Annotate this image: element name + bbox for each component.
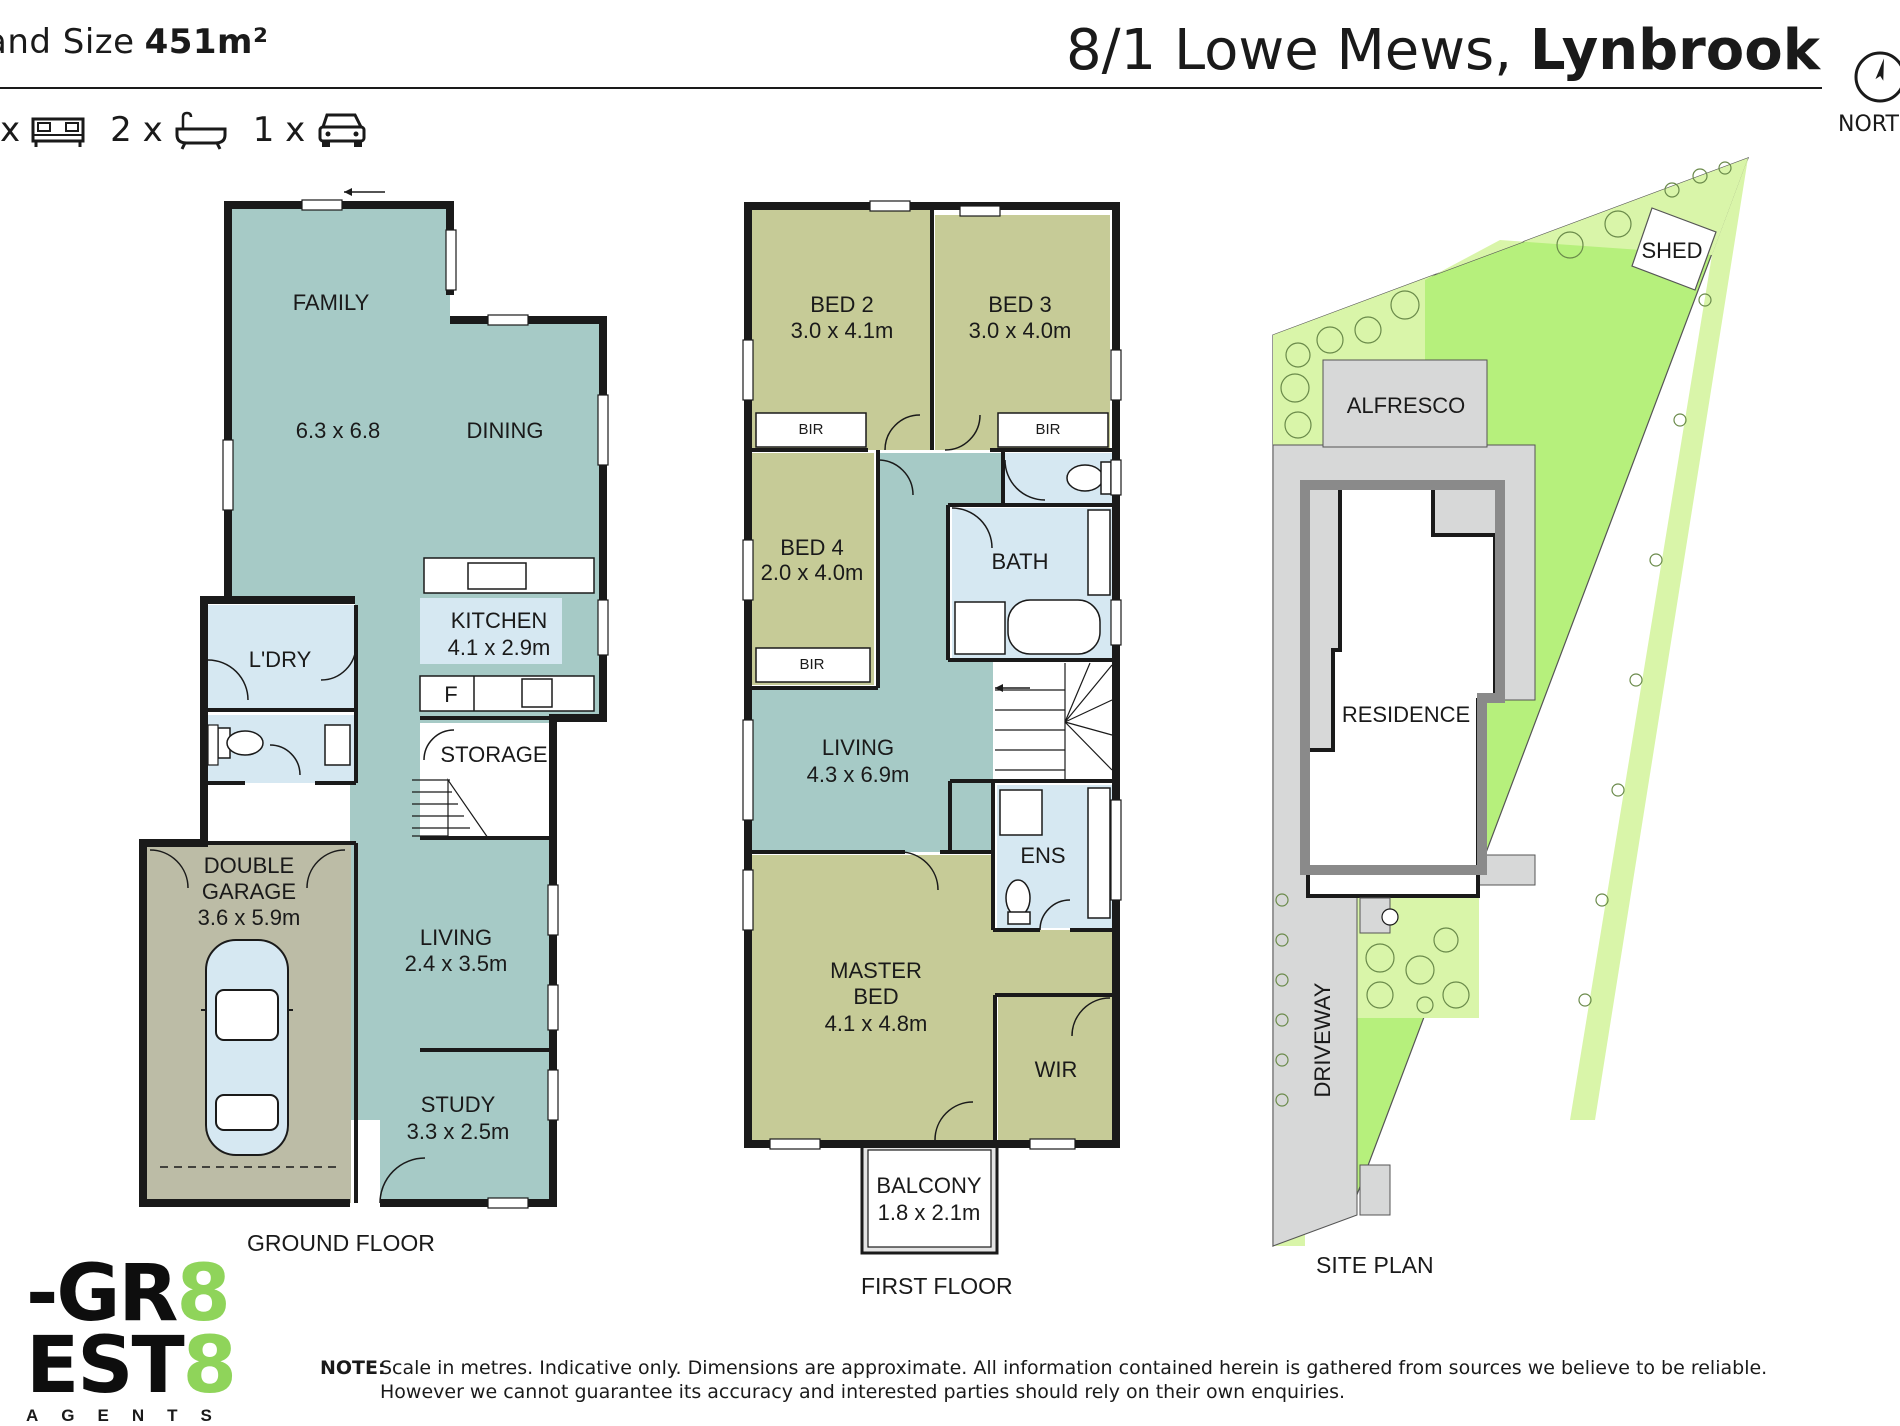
land-size-label: and Size: [0, 22, 135, 62]
car-icon: [201, 939, 293, 1156]
bathtub-icon: [175, 111, 227, 150]
kitchen-island: [420, 598, 562, 664]
label-storage: STORAGE: [440, 742, 547, 767]
label-bed2: BED 2: [810, 292, 874, 317]
note-label: NOTE:: [320, 1357, 386, 1379]
site-trees: [1275, 161, 1732, 1107]
label-garage-dims: 3.6 x 5.9m: [198, 905, 301, 930]
label-study: STUDY: [421, 1092, 496, 1117]
logo-line1: -GR: [26, 1249, 178, 1339]
car-count: 1 x: [252, 110, 306, 150]
agency-logo: -GR8 EST8 AGENTS: [26, 1255, 237, 1426]
label-master-2: BED: [853, 984, 898, 1009]
bed2-area: [752, 210, 932, 450]
first-floor-caption: FIRST FLOOR: [861, 1273, 1013, 1299]
compass-icon: [1854, 51, 1900, 103]
bir-bed3: [997, 412, 1109, 448]
label-kitchen-dims: 4.1 x 2.9m: [448, 635, 551, 660]
label-ens: ENS: [1020, 843, 1065, 868]
label-balcony-dims: 1.8 x 2.1m: [878, 1200, 981, 1225]
first-floor-stairs: [995, 662, 1113, 781]
label-bir-bed3: BIR: [1035, 421, 1060, 438]
logo-line2-eight: 8: [182, 1321, 237, 1411]
first-floor-walls: [744, 202, 1120, 1148]
label-fridge: F: [444, 682, 457, 707]
bed-count: x: [0, 110, 21, 150]
property-address: 8/1 Lowe Mews, Lynbrook: [1066, 18, 1820, 83]
alfresco-area: [1322, 359, 1488, 448]
residence-outline: [1300, 480, 1505, 875]
master-bed-area: [752, 855, 1112, 1140]
label-driveway: DRIVEWAY: [1310, 982, 1335, 1097]
bath-count: 2 x: [110, 110, 163, 150]
label-bir-bed4: BIR: [799, 656, 824, 673]
label-gf-living-dims: 2.4 x 3.5m: [405, 951, 508, 976]
north-label: NORT: [1838, 112, 1899, 137]
label-ff-living: LIVING: [822, 735, 894, 760]
note-line2: However we cannot guarantee its accuracy…: [380, 1381, 1346, 1403]
bed-icon: [31, 117, 85, 147]
ground-floor-plan: FAMILY 6.3 x 6.8 DINING KITCHEN 4.1 x 2.…: [139, 188, 609, 1209]
laundry-area: [208, 605, 356, 710]
logo-line2: EST: [26, 1321, 185, 1411]
shed-area: [1631, 207, 1717, 291]
label-kitchen: KITCHEN: [451, 608, 548, 633]
features-row: x 2 x 1 x: [0, 108, 371, 152]
label-alfresco: ALFRESCO: [1347, 393, 1466, 418]
logo-line1-eight: 8: [176, 1249, 230, 1339]
label-residence: RESIDENCE: [1342, 702, 1470, 727]
label-master-dims: 4.1 x 4.8m: [825, 1011, 928, 1036]
stairs-area: [995, 663, 1112, 781]
kitchen-sink: [467, 562, 527, 590]
label-bed4-dims: 2.0 x 4.0m: [761, 560, 864, 585]
car-icon: [318, 113, 366, 147]
ground-floor-area: [214, 205, 603, 1203]
site-plan-caption: SITE PLAN: [1316, 1252, 1434, 1278]
address-suburb: Lynbrook: [1529, 18, 1820, 83]
label-dining: DINING: [467, 418, 544, 443]
site-garden-side: [1570, 158, 1748, 1120]
land-size-value: 451m²: [144, 22, 269, 62]
note-line1: Scale in metres. Indicative only. Dimens…: [380, 1357, 1768, 1379]
label-bath: BATH: [991, 549, 1048, 574]
label-gf-living: LIVING: [420, 925, 492, 950]
label-garage-1: DOUBLE: [204, 853, 294, 878]
site-plan: SHED ALFRESCO RESIDENCE DRIVEWAY: [1272, 156, 1750, 1248]
label-bed3: BED 3: [988, 292, 1052, 317]
ground-floor-caption: GROUND FLOOR: [247, 1230, 435, 1256]
label-balcony: BALCONY: [876, 1173, 981, 1198]
label-bed2-dims: 3.0 x 4.1m: [791, 318, 894, 343]
ground-stairs: [412, 778, 489, 839]
residence-area: [1306, 486, 1497, 898]
label-bir-bed2: BIR: [798, 421, 823, 438]
label-study-dims: 3.3 x 2.5m: [407, 1119, 510, 1144]
header-divider: [0, 87, 1822, 89]
address-street: 8/1 Lowe Mews,: [1066, 18, 1513, 83]
bir-bed2: [755, 412, 867, 448]
label-garage-2: GARAGE: [202, 879, 296, 904]
cooktop: [521, 678, 553, 708]
bed4-area: [752, 453, 874, 685]
label-ff-living-dims: 4.3 x 6.9m: [807, 762, 910, 787]
bed3-area: [935, 215, 1110, 450]
label-bed4: BED 4: [780, 535, 844, 560]
ff-living-area: [752, 453, 1003, 852]
label-family: FAMILY: [293, 290, 370, 315]
label-family-dims: 6.3 x 6.8: [296, 418, 380, 443]
label-laundry: L'DRY: [249, 647, 312, 672]
wir-area: [998, 995, 1112, 1140]
label-master-1: MASTER: [830, 958, 922, 983]
label-bed3-dims: 3.0 x 4.0m: [969, 318, 1072, 343]
label-shed: SHED: [1641, 238, 1702, 263]
bir-bed4: [755, 647, 871, 683]
logo-line3: AGENTS: [26, 1406, 235, 1425]
kitchen-bench-bottom: [419, 675, 595, 712]
label-wir: WIR: [1035, 1057, 1078, 1082]
first-floor-plan: BED 2 3.0 x 4.1m BED 3 3.0 x 4.0m BED 4 …: [742, 200, 1122, 1255]
disclaimer-note: NOTE: Scale in metres. Indicative only. …: [320, 1356, 1767, 1404]
